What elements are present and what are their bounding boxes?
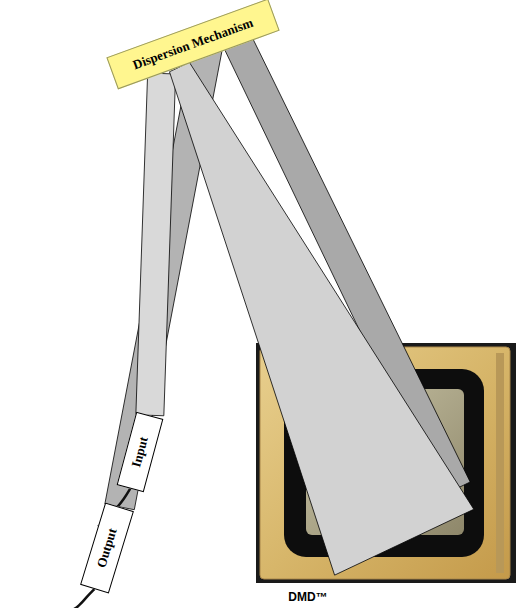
chip-package: [260, 347, 510, 579]
output-box: Output: [80, 502, 134, 593]
fiber-cable-line: [98, 489, 130, 527]
box-label: Output: [93, 526, 120, 569]
light-beam: [105, 35, 224, 509]
light-beam: [136, 73, 176, 416]
photo-background: [256, 343, 516, 583]
dispersion-box: Dispersion Mechanism: [106, 0, 279, 89]
chip-edge: [496, 353, 504, 573]
box-label: Input: [128, 435, 151, 469]
dmd-chip: DMD™: [256, 343, 516, 583]
chip-frame: [284, 369, 484, 557]
mirror-window: [306, 389, 464, 535]
dmd-chip-photo: [256, 343, 516, 583]
fiber-cable-line: [54, 589, 94, 608]
light-beam: [169, 62, 473, 575]
input-box: Input: [117, 412, 164, 493]
chip-label: DMD™: [288, 590, 327, 604]
box-label: Dispersion Mechanism: [131, 15, 256, 73]
